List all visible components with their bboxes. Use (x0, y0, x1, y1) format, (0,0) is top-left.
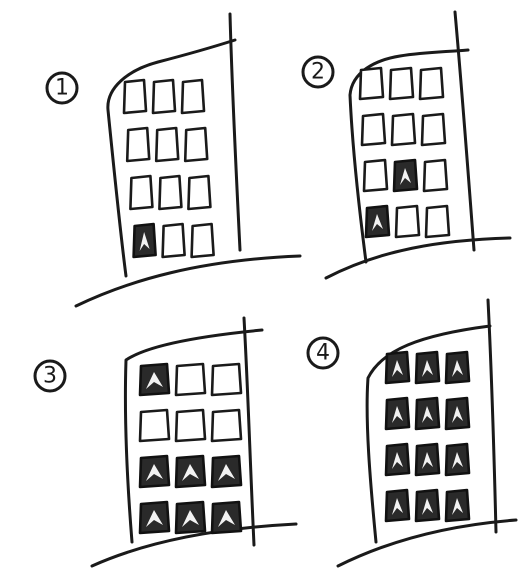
panel-3: 3 (35, 318, 296, 566)
panel-label-1-text: 1 (55, 76, 69, 101)
dark-window (127, 128, 149, 161)
ground-line-4 (338, 520, 516, 566)
panel-label-4-text: 4 (316, 341, 330, 366)
panel-4: 4 (308, 300, 516, 566)
dark-window (212, 410, 241, 441)
dark-window (192, 224, 214, 257)
ground-line-1 (76, 256, 300, 306)
dark-window (153, 80, 175, 113)
dark-window (140, 410, 169, 441)
panel-label-4: 4 (308, 338, 338, 368)
dark-window (156, 128, 178, 161)
dark-window (124, 80, 146, 113)
dark-window (426, 206, 449, 237)
ground-line-2 (326, 238, 510, 278)
building-edge-1 (230, 14, 240, 250)
building-edge-4 (488, 300, 496, 532)
dark-window (360, 68, 383, 99)
dark-window (188, 176, 210, 209)
dark-window (212, 364, 241, 395)
window-grid-3 (140, 364, 241, 533)
dark-window (420, 68, 443, 99)
panel-label-1: 1 (47, 73, 77, 103)
window-grid-4 (386, 352, 469, 521)
building-edge-3 (244, 318, 254, 545)
window-grid-1 (124, 80, 214, 257)
dark-window (364, 160, 387, 191)
dark-window (163, 224, 185, 257)
dark-window (130, 176, 152, 209)
dark-window (422, 114, 445, 145)
panel-2: 2 (303, 12, 510, 278)
dark-window (392, 114, 415, 145)
dark-window (396, 206, 419, 237)
panel-1: 1 (47, 14, 300, 306)
panel-label-2-text: 2 (311, 60, 325, 85)
panel-label-2: 2 (303, 57, 333, 87)
dark-window (182, 80, 204, 113)
dark-window (176, 364, 205, 395)
window-grid-2 (360, 68, 449, 237)
dark-window (176, 410, 205, 441)
panel-label-3: 3 (35, 361, 65, 391)
dark-window (362, 114, 385, 145)
dark-window (159, 176, 181, 209)
dark-window (185, 128, 207, 161)
dark-window (424, 160, 447, 191)
building-edge-2 (455, 12, 474, 250)
panel-label-3-text: 3 (43, 364, 57, 389)
dark-window (390, 68, 413, 99)
